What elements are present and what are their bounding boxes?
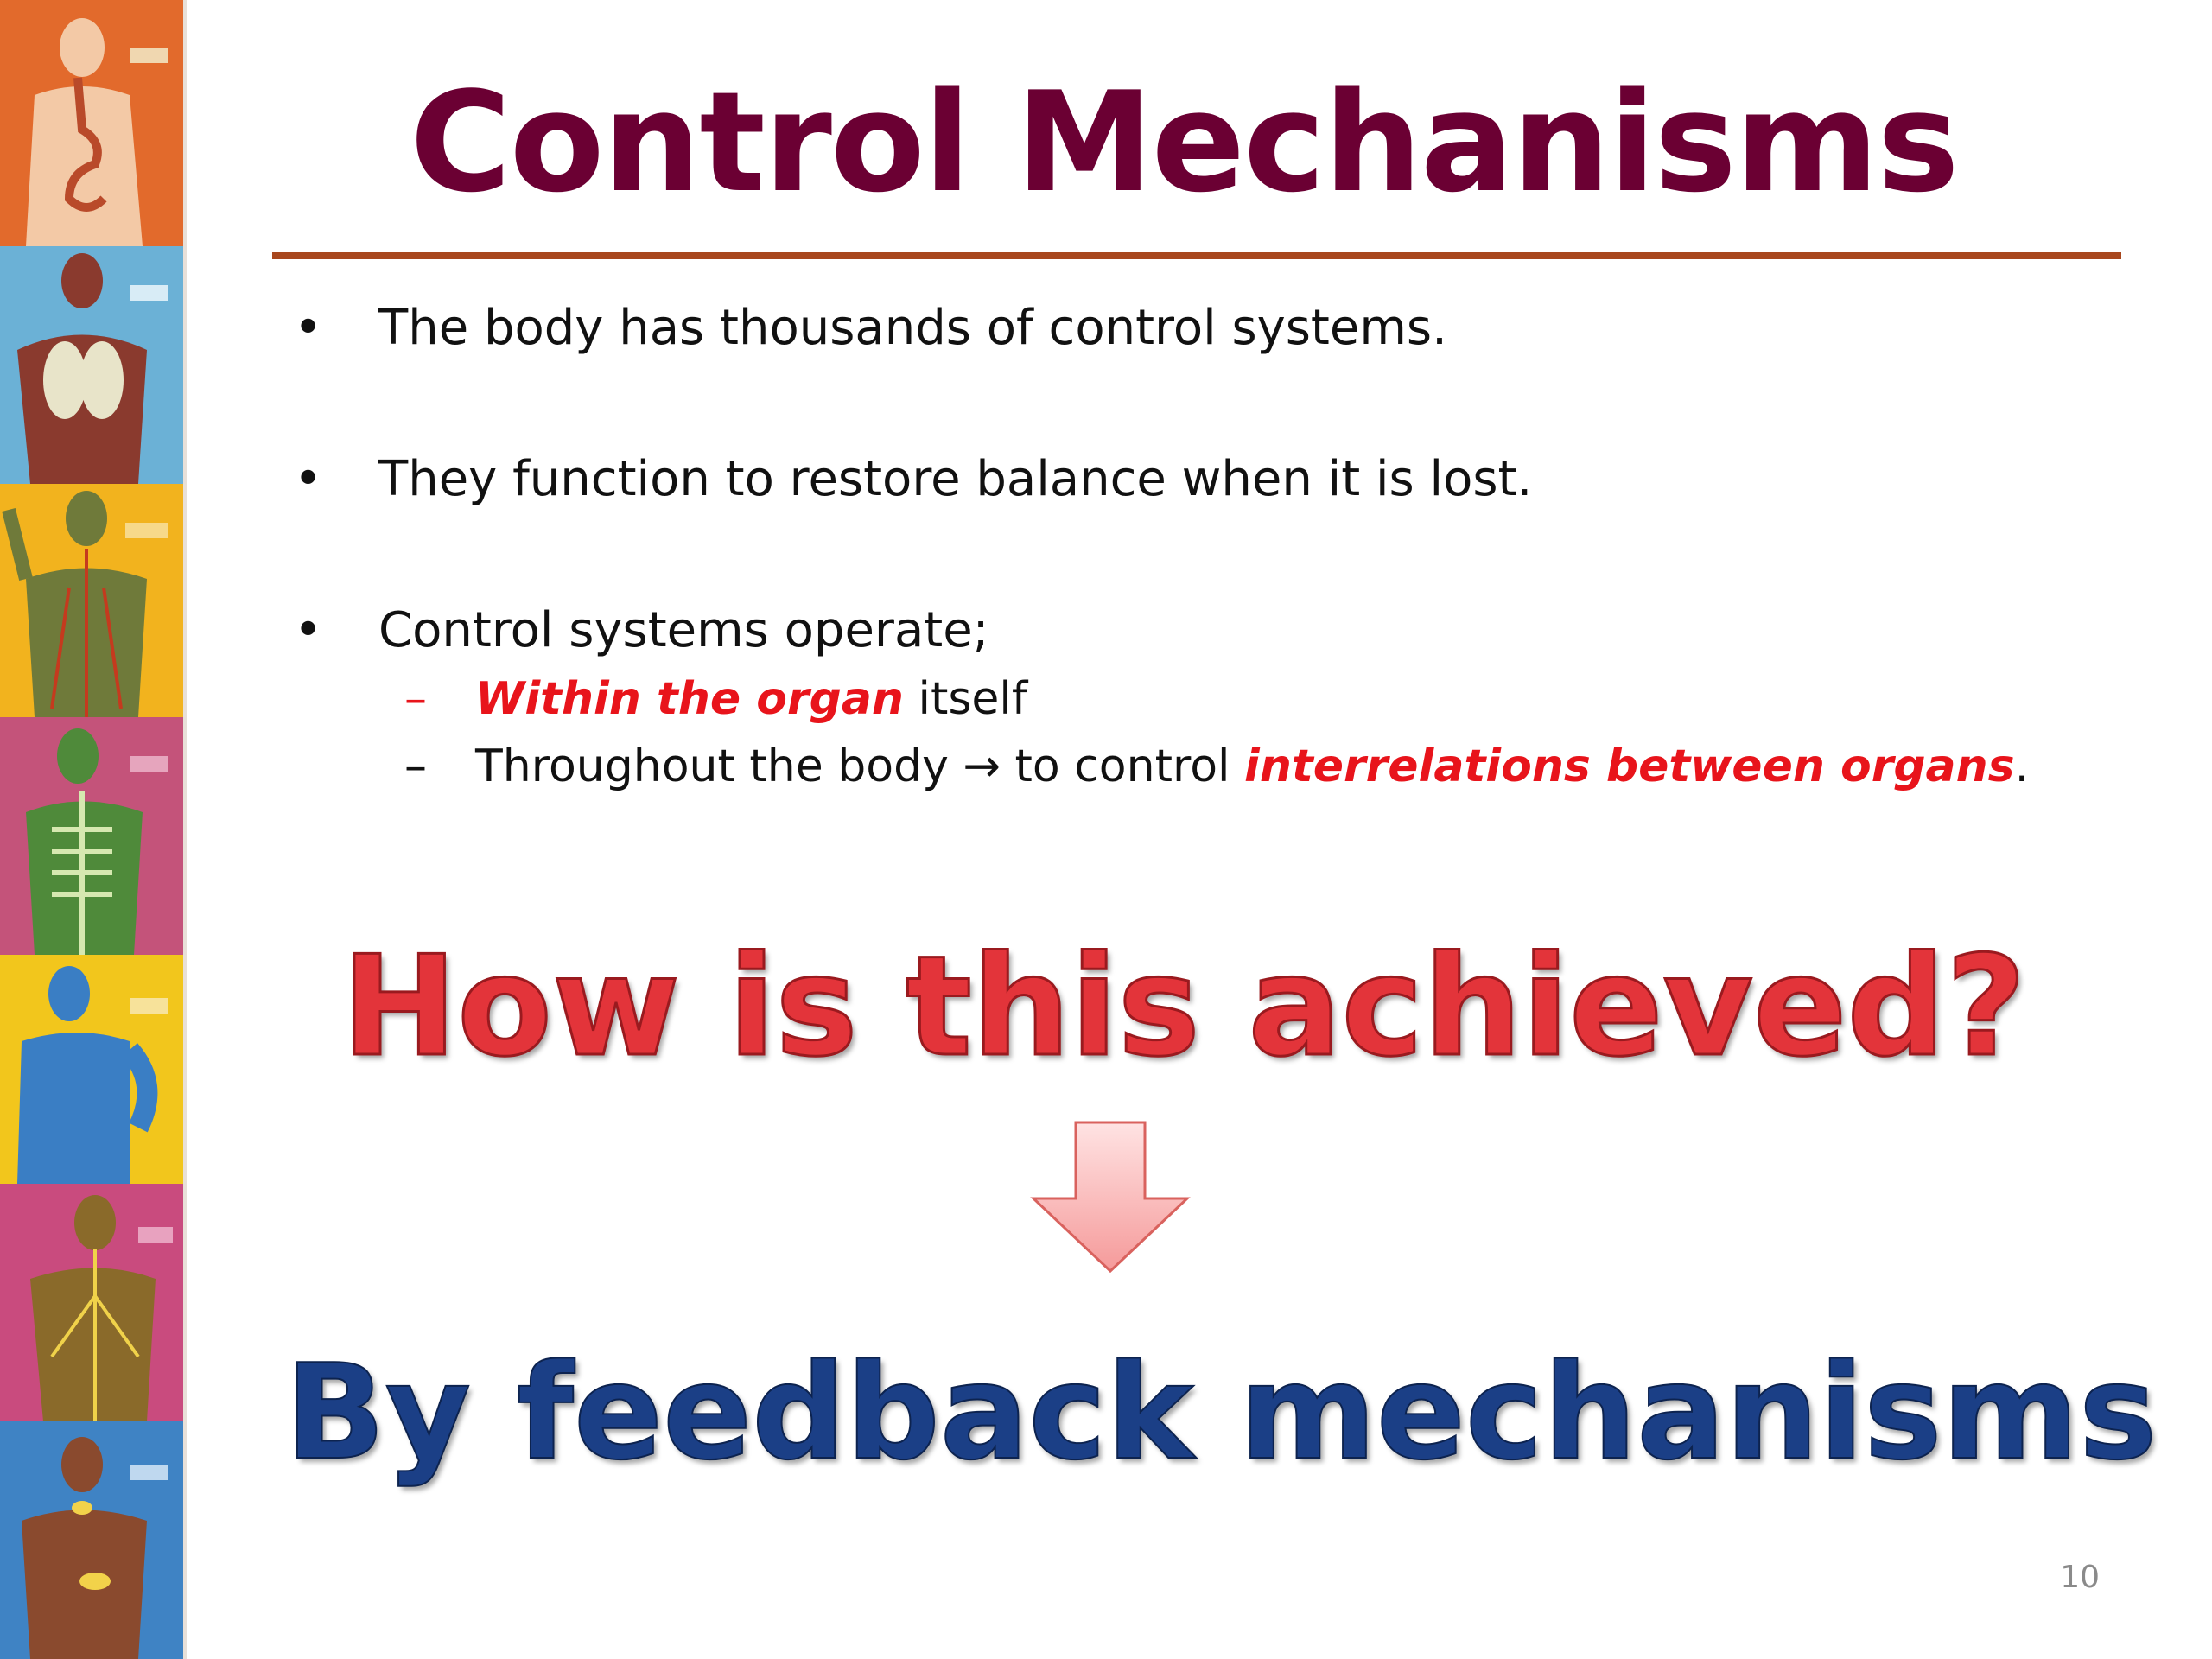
strip-edge-divider bbox=[183, 0, 187, 1659]
digestive-figure-icon bbox=[26, 18, 168, 246]
sub-bullet-dash: – bbox=[404, 673, 427, 725]
circulatory-figure-icon bbox=[2, 491, 168, 717]
bullet-item: • They function to restore balance when … bbox=[285, 445, 2143, 514]
bullet-text: Control systems operate; bbox=[378, 602, 989, 658]
down-arrow-icon bbox=[1030, 1121, 1191, 1274]
sub-bullet-emphasis: interrelations between organs bbox=[1244, 741, 2015, 792]
skeletal-system-panel bbox=[0, 717, 183, 955]
title-divider bbox=[272, 252, 2121, 259]
skeletal-figure-icon bbox=[26, 728, 168, 955]
bullet-item: • The body has thousands of control syst… bbox=[285, 294, 2143, 363]
endocrine-system-panel bbox=[0, 1421, 183, 1659]
page-number: 10 bbox=[2060, 1560, 2100, 1595]
sub-bullet-tail: . bbox=[2014, 741, 2030, 792]
bullet-text: The body has thousands of control system… bbox=[378, 300, 1447, 356]
slide-title: Control Mechanisms bbox=[410, 61, 1960, 223]
muscular-system-panel bbox=[0, 955, 183, 1184]
sub-bullet-emphasis: Within the organ bbox=[475, 673, 904, 725]
bullet-dot: • bbox=[294, 451, 323, 507]
sub-bullet-item: – Within the organ itself bbox=[285, 665, 2143, 733]
bullet-dot: • bbox=[294, 300, 323, 356]
sub-bullet-text: Throughout the body → to control bbox=[475, 741, 1244, 792]
respiratory-system-panel bbox=[0, 246, 183, 484]
nervous-system-panel bbox=[0, 1184, 183, 1421]
muscular-figure-icon bbox=[17, 966, 168, 1184]
circulatory-system-panel bbox=[0, 484, 183, 717]
body-systems-illustration-strip bbox=[0, 0, 183, 1659]
bullet-dot: • bbox=[294, 602, 323, 658]
question-heading: How is this achieved? bbox=[340, 925, 2028, 1089]
sub-bullet-text: itself bbox=[903, 673, 1028, 725]
bullet-text: They function to restore balance when it… bbox=[378, 451, 1533, 507]
answer-heading: By feedback mechanisms bbox=[284, 1335, 2158, 1490]
bullet-item: • Control systems operate; bbox=[285, 596, 2143, 665]
respiratory-figure-icon bbox=[17, 253, 168, 484]
nervous-figure-icon bbox=[30, 1195, 173, 1421]
endocrine-figure-icon bbox=[22, 1437, 168, 1659]
sub-bullet-item: – Throughout the body → to control inter… bbox=[285, 733, 2143, 800]
sub-bullet-dash: – bbox=[404, 741, 427, 792]
digestive-system-panel bbox=[0, 0, 183, 246]
bullet-list: • The body has thousands of control syst… bbox=[285, 294, 2143, 800]
